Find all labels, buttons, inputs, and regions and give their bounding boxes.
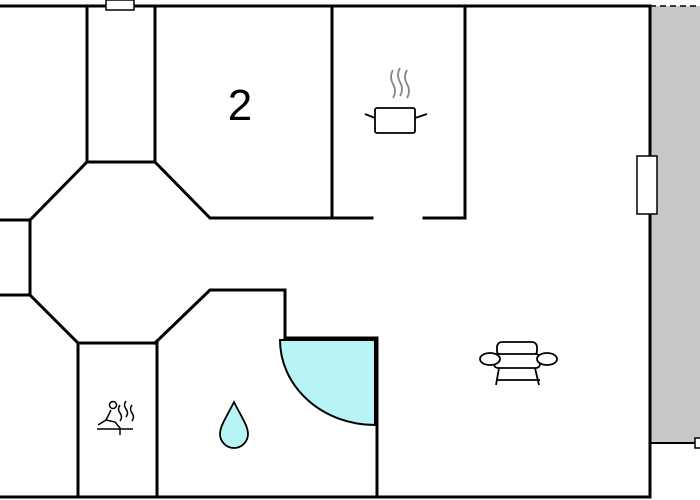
room-2-label: 2 (228, 81, 252, 130)
terrace-marker (694, 437, 700, 449)
cooking-pot-icon (364, 67, 428, 134)
terrace-fill (650, 6, 700, 443)
bathroom-right-wall (283, 336, 379, 499)
hall-wall-lower-right (152, 288, 287, 346)
window-top (105, 0, 135, 11)
hall-wall-lower-left (27, 292, 157, 345)
hall-wall-left (0, 218, 32, 297)
outer-walls (0, 4, 652, 499)
terrace (650, 5, 700, 449)
hall-wall-upper-left (0, 159, 90, 222)
hall-wall-upper-right (152, 159, 334, 220)
sofa-icon (479, 341, 558, 386)
interior-walls (0, 4, 467, 499)
water-drop-icon (219, 399, 249, 449)
sauna-icon (97, 400, 135, 435)
shower-area (278, 339, 376, 427)
window-right (636, 155, 658, 215)
